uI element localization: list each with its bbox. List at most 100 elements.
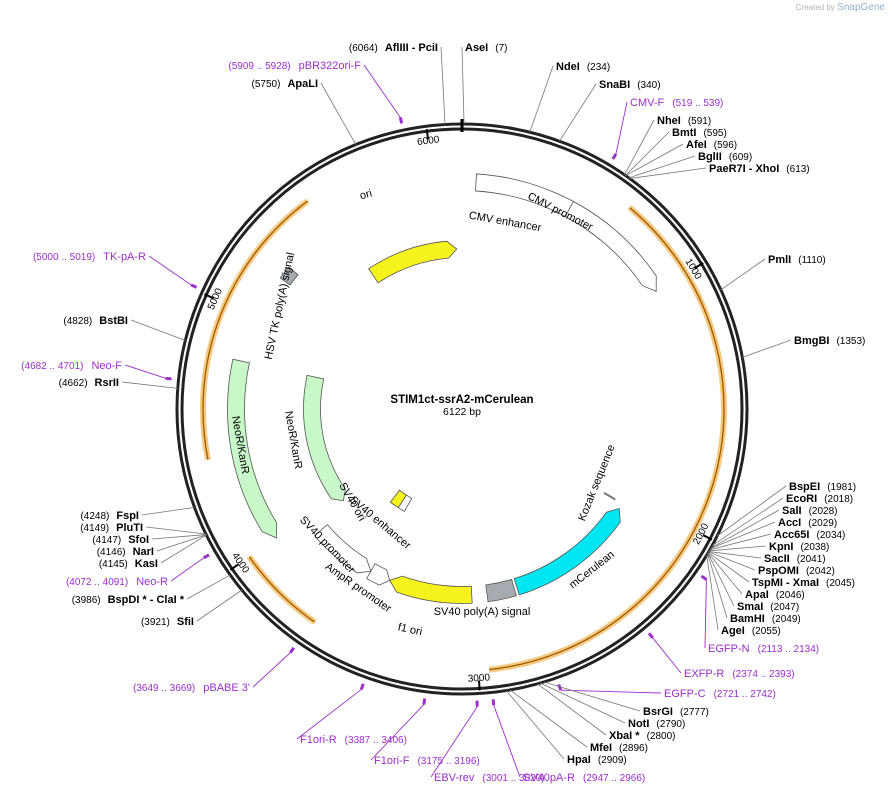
feature-label-sv40-poly-a-signal-4: SV40 poly(A) signal <box>434 606 531 618</box>
primer-leader-exfp-r <box>653 638 681 673</box>
site-label-afliii-pcii: (6064)AflIII - PciI <box>349 42 438 54</box>
site-name: EcoRI <box>786 493 817 505</box>
site-leader-rsrii <box>122 382 178 388</box>
site-leader-kasi <box>161 535 206 563</box>
site-label-acc65i: Acc65I(2034) <box>774 529 845 541</box>
primer-name: Neo-F <box>91 360 122 372</box>
site-leader-hpai <box>506 691 564 759</box>
site-name: FspI <box>116 510 139 522</box>
site-label-tspmi-xmai: TspMI - XmaI (2045) <box>752 577 855 589</box>
site-name: XbaI * <box>609 730 640 742</box>
primer-range: (4682 .. 4701) <box>21 361 83 372</box>
site-label-paer7i-xhoi: PaeR7I - XhoI (613) <box>709 163 810 175</box>
site-position: (2046) <box>776 590 805 601</box>
site-name: BstBI <box>99 315 128 327</box>
site-name: SnaBI <box>599 79 630 91</box>
primer-label-f1ori-f: F1ori-F (3175 .. 3196) <box>374 755 480 767</box>
site-name: KasI <box>135 558 158 570</box>
site-label-nari: (4146)NarI <box>97 546 154 558</box>
primer-label-neo-r: (4072 .. 4091)Neo-R <box>66 576 168 588</box>
site-name: AseI <box>465 42 488 54</box>
site-label-sfii: (3921)SfiI <box>141 616 194 628</box>
site-label-mfei: MfeI(2896) <box>590 742 648 754</box>
site-name: SfoI <box>128 534 149 546</box>
site-position: (4149) <box>80 523 109 534</box>
site-label-apai: ApaI (2046) <box>745 589 805 601</box>
site-position: (609) <box>729 152 752 163</box>
site-label-afei: AfeI(596) <box>686 139 737 151</box>
site-name: BspDI * - ClaI * <box>108 594 185 606</box>
primer-label-egfp-n: EGFP-N(2113 .. 2134) <box>708 643 819 655</box>
primer-label-egfp-c: EGFP-C(2721 .. 2742) <box>664 688 776 700</box>
site-position: (2055) <box>752 626 781 637</box>
site-position: (613) <box>786 164 809 175</box>
site-name: PluTI <box>116 522 143 534</box>
site-leader-kpni <box>709 546 766 551</box>
feature-label-cmv-enhancer-0: CMV enhancer <box>468 210 543 235</box>
primer-range: (3387 .. 3406) <box>345 735 407 746</box>
site-position: (5750) <box>252 79 281 90</box>
site-label-ndei: NdeI(234) <box>556 61 610 73</box>
primer-label-f1ori-r: F1ori-R(3387 .. 3406) <box>300 734 407 746</box>
site-name: ApaI <box>745 589 769 601</box>
site-name: SmaI <box>737 601 763 613</box>
site-position: (2800) <box>647 731 676 742</box>
site-name: NheI <box>657 115 681 127</box>
site-position: (2896) <box>619 743 648 754</box>
site-name: BmgBI <box>794 335 829 347</box>
site-label-pmli: PmlI(1110) <box>768 254 826 266</box>
primer-name: EBV-rev <box>434 772 475 784</box>
primer-range: (4072 .. 4091) <box>66 577 128 588</box>
orange-arc-1 <box>249 557 315 622</box>
primer-name: pBR322ori-F <box>299 60 362 72</box>
site-name: SfiI <box>177 616 194 628</box>
feature-label-f1-ori-5: f1 ori <box>397 621 423 638</box>
site-name: SacII <box>764 553 790 565</box>
site-name: ApaLI <box>287 78 318 90</box>
primer-leader-sv40pa-r <box>494 705 520 777</box>
site-position: (4662) <box>59 378 88 389</box>
primer-mark-pbabe-3 <box>290 648 293 653</box>
primer-mark-cmv-f <box>613 154 616 159</box>
site-leader-sfoi <box>152 535 206 539</box>
primer-label-ebv-rev: EBV-rev (3001 .. 3020) <box>434 772 545 784</box>
site-position: (591) <box>688 116 711 127</box>
site-leader-bstbi <box>131 320 185 341</box>
site-position: (4146) <box>97 547 126 558</box>
plasmid-size: 6122 bp <box>443 406 481 418</box>
primer-range: (519 .. 539) <box>672 98 723 109</box>
site-position: (2038) <box>800 542 829 553</box>
site-position: (1353) <box>836 336 865 347</box>
primer-leader-f1ori-r <box>297 689 361 739</box>
primer-leader-neo-r <box>171 558 204 581</box>
site-label-kpni: KpnI(2038) <box>769 541 829 553</box>
site-position: (1110) <box>798 255 825 266</box>
primer-range: (5000 .. 5019) <box>33 252 95 263</box>
site-position: (2790) <box>656 719 685 730</box>
site-label-xbai: XbaI * (2800) <box>609 730 675 742</box>
primer-name: F1ori-F <box>374 755 410 767</box>
primer-name: CMV-F <box>630 97 665 109</box>
primer-mark-tk-pa-r <box>191 285 196 287</box>
site-leader-fspi <box>142 507 195 515</box>
site-leader-bglii <box>629 156 695 178</box>
primer-range: (3001 .. 3020) <box>482 773 544 784</box>
site-name: PaeR7I - XhoI <box>709 163 779 175</box>
site-position: (7) <box>495 43 507 54</box>
site-label-acci: AccI(2029) <box>778 517 837 529</box>
site-label-sali: SalI(2028) <box>782 505 837 517</box>
primer-range: (3175 .. 3196) <box>417 756 479 767</box>
site-name: TspMI - XmaI <box>752 577 819 589</box>
site-label-sfoi: (4147) SfoI <box>92 534 149 546</box>
site-name: BsrGI <box>643 706 673 718</box>
feature-kozak-sequence <box>604 493 615 500</box>
site-label-kasi: (4145)KasI <box>99 558 158 570</box>
site-leader-nari <box>157 535 206 551</box>
site-position: (2045) <box>826 578 855 589</box>
site-position: (4147) <box>92 535 121 546</box>
site-name: Acc65I <box>774 529 809 541</box>
site-label-bamhi: BamHI(2049) <box>730 613 801 625</box>
site-name: AfeI <box>686 139 707 151</box>
site-leader-pluti <box>146 527 206 534</box>
